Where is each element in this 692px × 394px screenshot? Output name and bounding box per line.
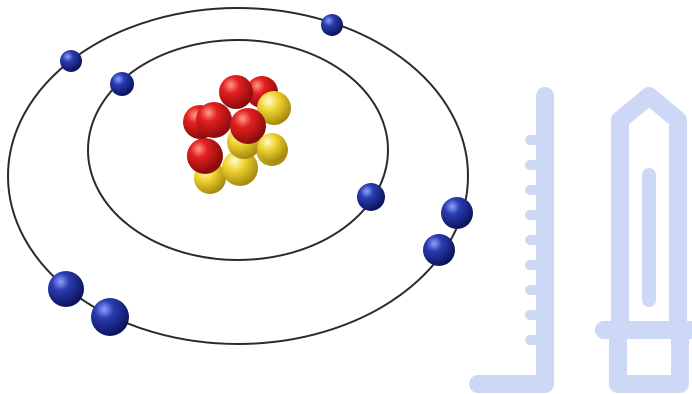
electron <box>321 14 343 36</box>
proton <box>196 102 232 138</box>
electron <box>48 271 84 307</box>
electron <box>91 298 129 336</box>
proton <box>219 75 253 109</box>
nucleus <box>183 75 291 194</box>
pencil-icon <box>604 96 692 384</box>
electron <box>357 183 385 211</box>
electron <box>441 197 473 229</box>
neutron <box>257 133 287 163</box>
ruler-icon <box>478 96 548 384</box>
electron <box>423 234 455 266</box>
proton <box>187 139 221 173</box>
electron <box>60 50 82 72</box>
electron <box>110 72 134 96</box>
